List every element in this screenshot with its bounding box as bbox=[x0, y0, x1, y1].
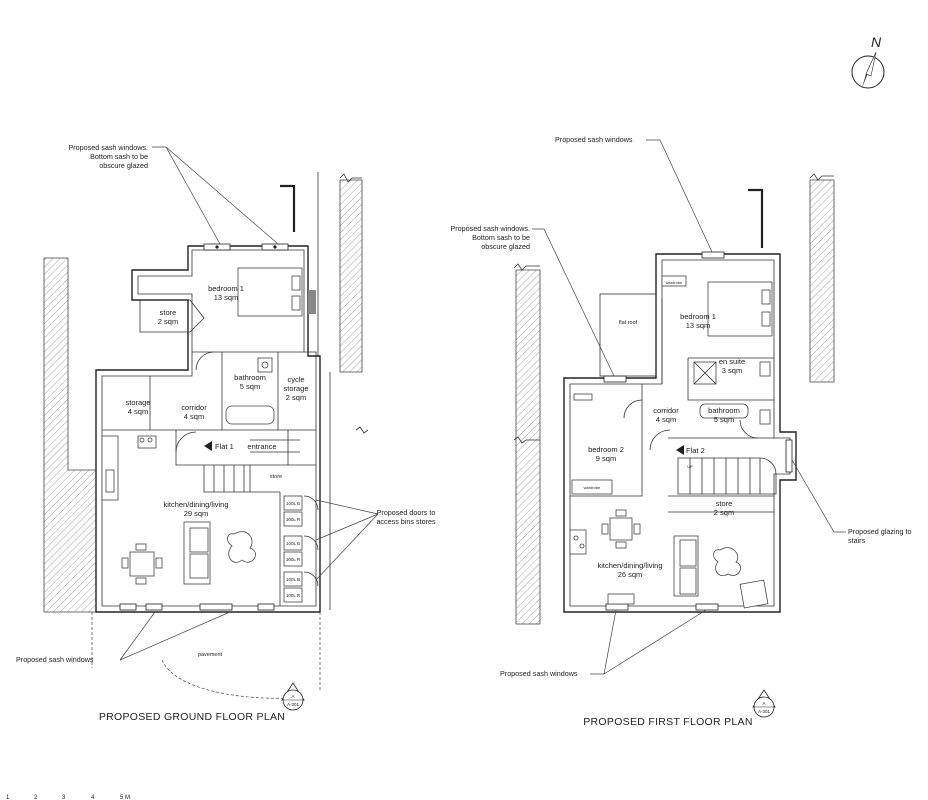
room-area: 4 sqm bbox=[184, 412, 204, 421]
room-area: 26 sqm bbox=[618, 570, 643, 579]
room-name: bedroom 2 bbox=[588, 445, 624, 454]
bin-label: 100L R bbox=[286, 593, 301, 598]
pavement-label: pavement bbox=[198, 652, 223, 658]
room-area: 2 sqm bbox=[158, 317, 178, 326]
flat-roof-label: flat roof bbox=[619, 320, 638, 326]
room-area: 9 sqm bbox=[596, 454, 616, 463]
bin-stores: 100L B 100L R 100L B 100L R 100L B 100L … bbox=[283, 495, 319, 603]
note-line: Proposed sash windows. bbox=[68, 143, 148, 152]
north-arrow-icon: N bbox=[851, 34, 885, 89]
room-name: bathroom bbox=[234, 373, 266, 382]
neighbour-wall-right bbox=[339, 179, 363, 373]
note-line: obscure glazed bbox=[99, 161, 148, 170]
wardrobe-label: wardrobe bbox=[584, 485, 601, 490]
note-line: Bottom sash to be bbox=[472, 233, 530, 242]
room-area: 3 sqm bbox=[722, 366, 742, 375]
wardrobe-label: wardrobe bbox=[666, 280, 683, 285]
neighbour-wall-left bbox=[515, 269, 541, 625]
scale-tick: 2 bbox=[34, 795, 38, 800]
flat-label: Flat 2 bbox=[686, 446, 705, 455]
note-line: obscure glazed bbox=[481, 242, 530, 251]
room-area: 5 sqm bbox=[240, 382, 260, 391]
room-name: cycle bbox=[287, 375, 304, 384]
first-floor-title: PROPOSED FIRST FLOOR PLAN bbox=[583, 716, 753, 728]
room-name: bedroom 1 bbox=[208, 284, 244, 293]
bin-label: 100L B bbox=[286, 501, 300, 506]
room-name: storage bbox=[283, 384, 308, 393]
section-letter: A bbox=[762, 701, 765, 706]
room-area: 2 sqm bbox=[714, 508, 734, 517]
note-line: Proposed sash windows bbox=[16, 655, 94, 664]
room-area: 2 sqm bbox=[286, 393, 306, 402]
room-area: 4 sqm bbox=[128, 407, 148, 416]
room-name: corridor bbox=[181, 403, 207, 412]
stair-store-label: store bbox=[270, 474, 282, 480]
scale-tick: 5 M bbox=[120, 795, 130, 800]
section-ref: A-301 bbox=[758, 709, 771, 714]
neighbour-wall-right bbox=[809, 179, 835, 383]
room-name: bathroom bbox=[708, 406, 740, 415]
section-marker: A A-301 bbox=[281, 682, 305, 711]
note-line: Proposed doors to bbox=[377, 508, 436, 517]
scale-tick: 3 bbox=[62, 795, 66, 800]
note-line: stairs bbox=[848, 536, 866, 545]
note-line: Proposed sash windows bbox=[555, 135, 633, 144]
room-name: en suite bbox=[719, 357, 745, 366]
neighbour-wall-left bbox=[43, 257, 99, 613]
note-line: Proposed sash windows. bbox=[450, 224, 530, 233]
scale-bar: 1 2 3 4 5 M bbox=[6, 795, 130, 800]
section-marker: A A-301 bbox=[752, 689, 776, 718]
room-name: bedroom 1 bbox=[680, 312, 716, 321]
flat-label: Flat 1 bbox=[215, 442, 234, 451]
room-area: 4 sqm bbox=[656, 415, 676, 424]
bin-label: 100L R bbox=[286, 557, 301, 562]
entrance-label: entrance bbox=[247, 442, 276, 451]
room-area: 13 sqm bbox=[214, 293, 239, 302]
bin-label: 100L B bbox=[286, 577, 300, 582]
note-line: Proposed sash windows bbox=[500, 669, 578, 678]
scale-tick: 1 bbox=[6, 795, 10, 800]
bin-label: 100L B bbox=[286, 541, 300, 546]
ground-floor-plan: 100L B 100L R 100L B 100L R 100L B 100L … bbox=[16, 143, 436, 723]
room-area: 29 sqm bbox=[184, 509, 209, 518]
room-name: corridor bbox=[653, 406, 679, 415]
note-line: Bottom sash to be bbox=[90, 152, 148, 161]
note-line: Proposed glazing to bbox=[848, 527, 912, 536]
stair-up-label: UP bbox=[687, 464, 693, 469]
first-floor-plan: bedroom 1 13 sqm wardrobe flat roof en s… bbox=[450, 135, 911, 728]
room-name: kitchen/dining/living bbox=[163, 500, 228, 509]
ground-floor-title: PROPOSED GROUND FLOOR PLAN bbox=[99, 711, 285, 723]
north-label: N bbox=[871, 34, 882, 50]
note-line: access bins stores bbox=[376, 517, 436, 526]
room-area: 13 sqm bbox=[686, 321, 711, 330]
room-name: store bbox=[160, 308, 177, 317]
section-letter: A bbox=[291, 694, 294, 699]
section-ref: A-301 bbox=[287, 702, 300, 707]
room-name: storage bbox=[125, 398, 150, 407]
room-name: store bbox=[716, 499, 733, 508]
room-name: kitchen/dining/living bbox=[597, 561, 662, 570]
bin-label: 100L R bbox=[286, 517, 301, 522]
scale-tick: 4 bbox=[91, 795, 95, 800]
room-area: 5 sqm bbox=[714, 415, 734, 424]
